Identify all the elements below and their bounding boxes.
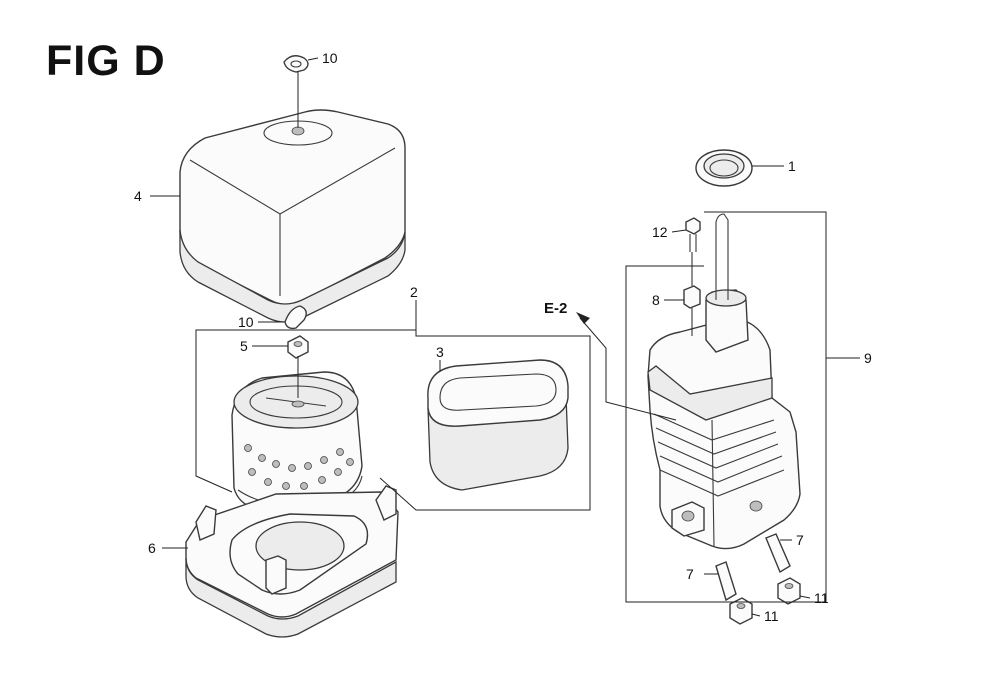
seal-ring	[695, 149, 753, 187]
reference-e2: E-2	[544, 300, 567, 317]
callout-1: 1	[788, 158, 796, 174]
bracket-right	[379, 330, 591, 511]
air-cleaner-case	[647, 213, 801, 550]
callout-7-left: 7	[686, 566, 694, 582]
air-cleaner-base	[185, 485, 399, 638]
flange-nut-1	[729, 597, 753, 625]
air-cleaner-cover	[179, 109, 406, 323]
drain-tube-1	[715, 561, 737, 602]
figure-title: FIG D	[46, 37, 166, 85]
callout-2: 2	[410, 284, 418, 300]
foam-element	[427, 359, 569, 491]
paper-element	[231, 371, 363, 511]
callout-6: 6	[148, 540, 156, 556]
wing-nut-top	[283, 55, 309, 73]
element-nut	[287, 335, 309, 359]
callout-5: 5	[240, 338, 248, 354]
collar	[683, 285, 701, 309]
bracket-assembly-9	[625, 211, 827, 603]
callout-11-left: 11	[764, 608, 779, 624]
flange-nut-2	[777, 577, 801, 605]
callout-4: 4	[134, 188, 142, 204]
wing-nut-lower	[284, 305, 307, 330]
callout-8: 8	[652, 292, 660, 308]
callout-12: 12	[652, 224, 668, 240]
callout-3: 3	[436, 344, 444, 360]
callout-7-right: 7	[796, 532, 804, 548]
callout-9: 9	[864, 350, 872, 366]
bolt	[685, 217, 701, 252]
callout-11-right: 11	[814, 590, 829, 606]
drain-tube-2	[765, 533, 791, 574]
bracket-left	[195, 329, 416, 493]
callout-10-lower: 10	[238, 314, 254, 330]
callout-10-top: 10	[322, 50, 338, 66]
